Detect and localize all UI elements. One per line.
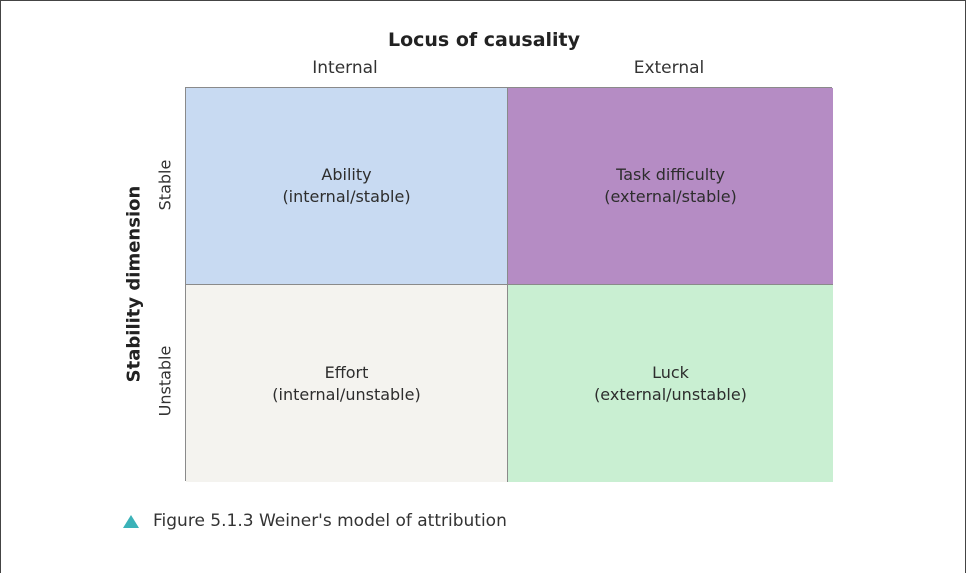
cell-title: Effort xyxy=(324,362,369,382)
attribution-grid: Ability (internal/stable) Task difficult… xyxy=(185,87,833,482)
triangle-marker-icon xyxy=(123,514,139,528)
row-label-unstable: Unstable xyxy=(155,345,175,417)
cell-luck: Luck (external/unstable) xyxy=(508,285,833,482)
cell-subtitle: (internal/unstable) xyxy=(272,384,421,404)
cell-task-difficulty: Task difficulty (external/stable) xyxy=(508,88,833,285)
row-label-stable: Stable xyxy=(155,159,175,211)
cell-ability: Ability (internal/stable) xyxy=(186,88,508,285)
figure-caption: Figure 5.1.3 Weiner's model of attributi… xyxy=(123,511,507,531)
cell-subtitle: (external/unstable) xyxy=(594,384,747,404)
row-axis-title: Stability dimension xyxy=(123,185,145,383)
cell-effort: Effort (internal/unstable) xyxy=(186,285,508,482)
caption-text: Figure 5.1.3 Weiner's model of attributi… xyxy=(153,511,507,531)
diagram-title: Locus of causality xyxy=(387,29,581,51)
column-label-external: External xyxy=(633,58,705,78)
cell-subtitle: (external/stable) xyxy=(604,187,737,206)
column-label-internal: Internal xyxy=(312,58,378,78)
cell-subtitle: (internal/stable) xyxy=(282,187,411,206)
cell-title: Ability xyxy=(321,165,372,185)
cell-title: Luck xyxy=(652,362,689,382)
cell-title: Task difficulty xyxy=(616,165,725,185)
